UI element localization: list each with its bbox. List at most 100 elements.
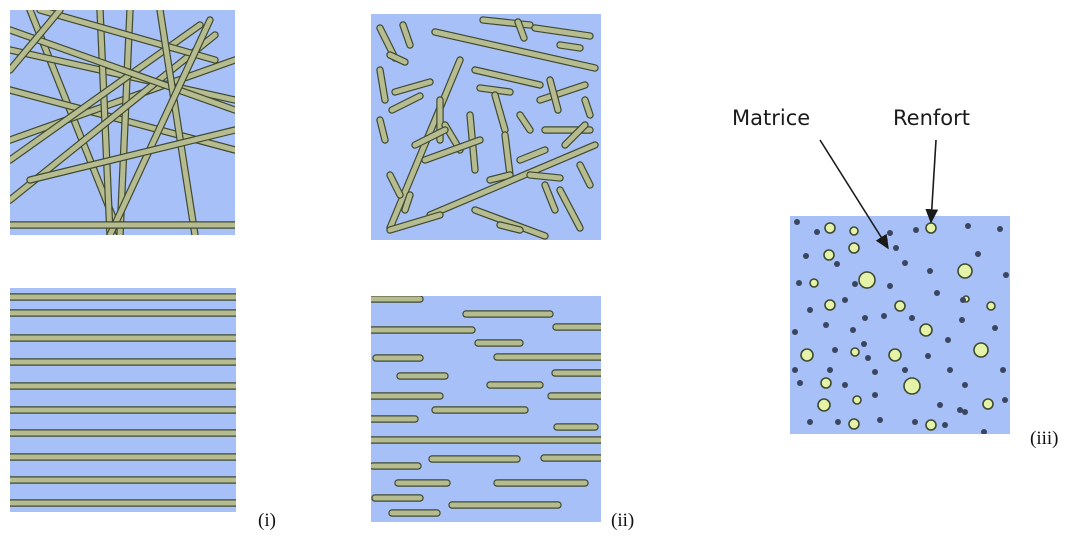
fiber-core bbox=[477, 85, 513, 95]
reinforcement-particle bbox=[823, 249, 835, 261]
matrix-dot bbox=[865, 355, 871, 361]
reinforcement-particle bbox=[919, 323, 933, 337]
reinforcement-particle bbox=[982, 398, 994, 410]
renfort-label: Renfort bbox=[893, 106, 970, 130]
fiber-core bbox=[492, 92, 508, 133]
reinforcement-particle bbox=[800, 348, 814, 362]
matrix-dot bbox=[872, 392, 878, 398]
matrix-dot bbox=[962, 409, 968, 415]
matrix-dot bbox=[842, 297, 848, 303]
reinforcement-particle bbox=[824, 222, 836, 234]
fiber-core bbox=[472, 67, 543, 88]
matrix-dot bbox=[887, 230, 893, 236]
matrix-dot bbox=[827, 367, 833, 373]
fiber-core bbox=[10, 27, 235, 113]
reinforcement-particle bbox=[957, 263, 973, 279]
matrix-dot bbox=[975, 251, 981, 257]
fiber-core bbox=[432, 29, 598, 71]
caption-ii: (ii) bbox=[611, 510, 635, 531]
matrix-dot bbox=[834, 261, 840, 267]
matrix-dot bbox=[925, 353, 931, 359]
fiber-core bbox=[542, 182, 558, 213]
fiber-core bbox=[412, 127, 448, 148]
reinforcement-particle bbox=[820, 377, 832, 389]
fiber-core bbox=[387, 212, 443, 233]
fiber-core bbox=[537, 82, 588, 103]
fiber-core bbox=[377, 117, 388, 143]
fiber-core bbox=[107, 17, 213, 235]
fiber-core bbox=[427, 142, 598, 218]
fiber-core bbox=[582, 97, 593, 118]
matrix-dot bbox=[927, 268, 933, 274]
matrix-dot bbox=[842, 382, 848, 388]
fiber-core bbox=[557, 187, 583, 231]
fiber-core bbox=[562, 122, 588, 148]
matrix-dot bbox=[887, 283, 893, 289]
reinforcement-particle bbox=[850, 347, 860, 357]
fiber-core bbox=[502, 132, 513, 178]
matrix-dot bbox=[945, 337, 951, 343]
matrix-dot bbox=[962, 382, 968, 388]
matrix-dot bbox=[992, 325, 998, 331]
reinforcement-particle bbox=[852, 395, 862, 405]
fiber-core bbox=[517, 112, 533, 133]
fiber-core bbox=[157, 10, 198, 235]
matrix-dot bbox=[796, 280, 802, 286]
fiber-core bbox=[517, 147, 548, 163]
fiber-core bbox=[402, 192, 413, 213]
matrix-dot bbox=[960, 297, 966, 303]
fiber-core bbox=[400, 22, 413, 48]
reinforcement-particle bbox=[894, 300, 906, 312]
matrix-dot bbox=[794, 219, 800, 225]
matrix-dot bbox=[909, 315, 915, 321]
panel-long-aligned bbox=[10, 288, 236, 512]
reinforcement-particle bbox=[973, 342, 989, 358]
fiber-core bbox=[497, 222, 523, 233]
fiber-core bbox=[557, 42, 583, 51]
fiber-core bbox=[10, 47, 235, 103]
reinforcement-particle bbox=[824, 299, 836, 311]
fiber-core bbox=[117, 10, 133, 235]
matrix-dot bbox=[823, 322, 829, 328]
fiber-core bbox=[387, 52, 408, 65]
caption-iii: (iii) bbox=[1030, 428, 1059, 449]
matrix-dot bbox=[913, 227, 919, 233]
matrix-dot bbox=[792, 329, 798, 335]
matrix-dot bbox=[902, 260, 908, 266]
long-fibers-aligned bbox=[10, 293, 236, 507]
matrix-dot bbox=[807, 307, 813, 313]
matrix-dot bbox=[997, 226, 1003, 232]
matrix-dot bbox=[835, 419, 841, 425]
matrix-dot bbox=[937, 402, 943, 408]
reinforcement-particle bbox=[925, 419, 937, 431]
fiber-core bbox=[422, 137, 483, 163]
matrix-dot bbox=[797, 380, 803, 386]
short-fibers-aligned bbox=[371, 296, 601, 517]
reinforcement-particle bbox=[888, 348, 902, 362]
renfort-arrow bbox=[925, 139, 939, 224]
fiber-core bbox=[10, 10, 63, 73]
caption-i: (i) bbox=[258, 510, 276, 531]
matrice-arrow bbox=[819, 139, 889, 250]
matrice-label: Matrice bbox=[732, 106, 811, 130]
matrix-dot bbox=[942, 422, 948, 428]
matrix-dot bbox=[814, 229, 820, 235]
matrix-dot bbox=[1003, 272, 1009, 278]
matrix-dot bbox=[881, 313, 887, 319]
fiber-core bbox=[515, 19, 527, 41]
fiber-core bbox=[37, 10, 218, 63]
reinforcement-particle bbox=[986, 301, 996, 311]
matrix-dot bbox=[934, 290, 940, 296]
matrix-dot bbox=[850, 327, 856, 333]
fiber-core bbox=[532, 25, 593, 39]
fiber-core bbox=[472, 207, 548, 239]
matrix-dot bbox=[832, 347, 838, 353]
matrix-dot bbox=[862, 315, 868, 321]
reinforcement-particle bbox=[848, 242, 860, 254]
reinforcement-particle bbox=[903, 377, 921, 395]
matrix-dot bbox=[965, 223, 971, 229]
fiber-core bbox=[377, 67, 388, 103]
matrix-dot bbox=[893, 245, 899, 251]
matrix-dot bbox=[792, 367, 798, 373]
